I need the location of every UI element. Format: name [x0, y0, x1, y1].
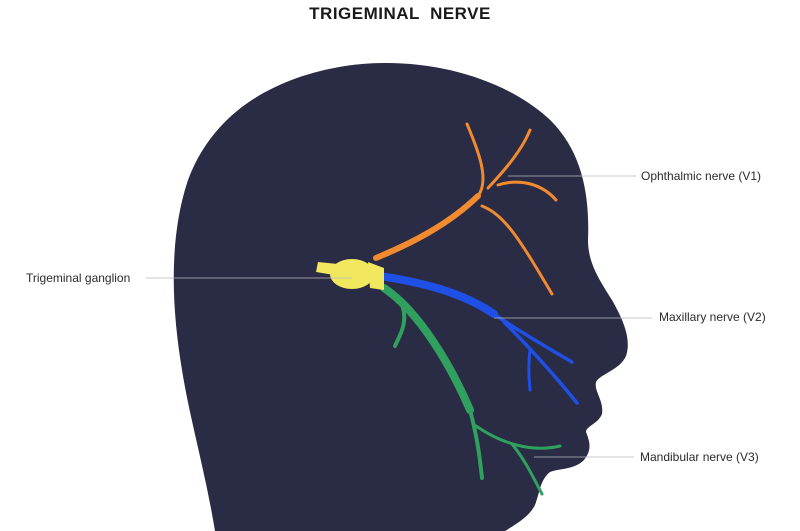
ophthalmic-branch-right: [496, 180, 558, 202]
mandibular-branch-lower: [468, 408, 484, 480]
ophthalmic-branch-upper-right: [486, 128, 532, 190]
label-mandibular-nerve: Mandibular nerve (V3): [640, 450, 759, 464]
maxillary-nerve: [376, 272, 579, 405]
label-maxillary-nerve: Maxillary nerve (V2): [659, 310, 766, 324]
mandibular-branch-forward: [474, 424, 562, 450]
label-trigeminal-ganglion: Trigeminal ganglion: [26, 271, 131, 285]
ophthalmic-branch-down: [480, 204, 554, 296]
ophthalmic-nerve: [373, 122, 558, 296]
leader-lines: [146, 175, 652, 458]
maxillary-trunk: [376, 272, 498, 318]
ganglion-tail: [368, 262, 384, 290]
trigeminal-ganglion: [316, 259, 384, 290]
mandibular-branch-down: [510, 442, 544, 496]
ganglion-body: [330, 259, 374, 289]
ophthalmic-branch-up: [465, 122, 485, 198]
maxillary-branch-c: [527, 348, 532, 392]
maxillary-branch-b: [502, 320, 579, 405]
mandibular-trunk: [380, 284, 474, 414]
maxillary-branch-a: [492, 312, 574, 364]
label-ophthalmic-nerve: Ophthalmic nerve (V1): [641, 169, 762, 183]
mandibular-branch-upper: [393, 298, 407, 348]
ophthalmic-trunk: [373, 193, 481, 261]
mandibular-nerve: [380, 284, 562, 496]
diagram-title: TRIGEMINAL NERVE: [309, 4, 491, 23]
